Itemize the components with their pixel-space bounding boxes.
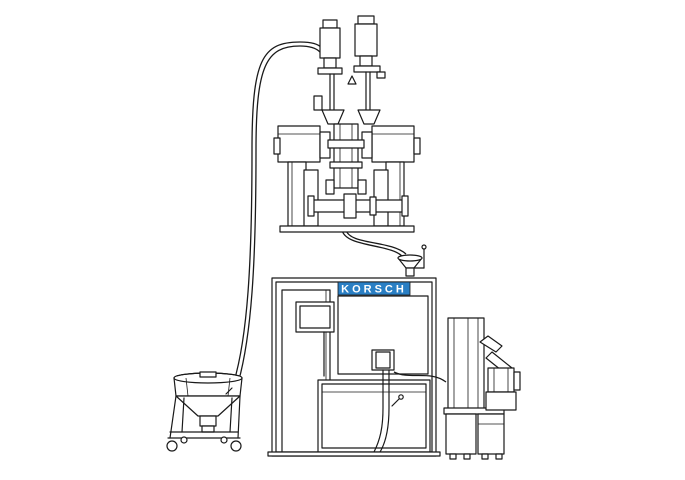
vacuum-hose [231,41,323,391]
brand-logo-text: KORSCH [341,284,407,296]
brand-plate [337,281,411,296]
overhead-feeder-unit [273,15,421,233]
transfer-hose [341,229,407,259]
mobile-bin [166,371,243,452]
tablet-press-cabinet: KORSCH [267,277,447,457]
inlet-funnel [397,244,427,277]
deduster-unit [443,317,521,460]
